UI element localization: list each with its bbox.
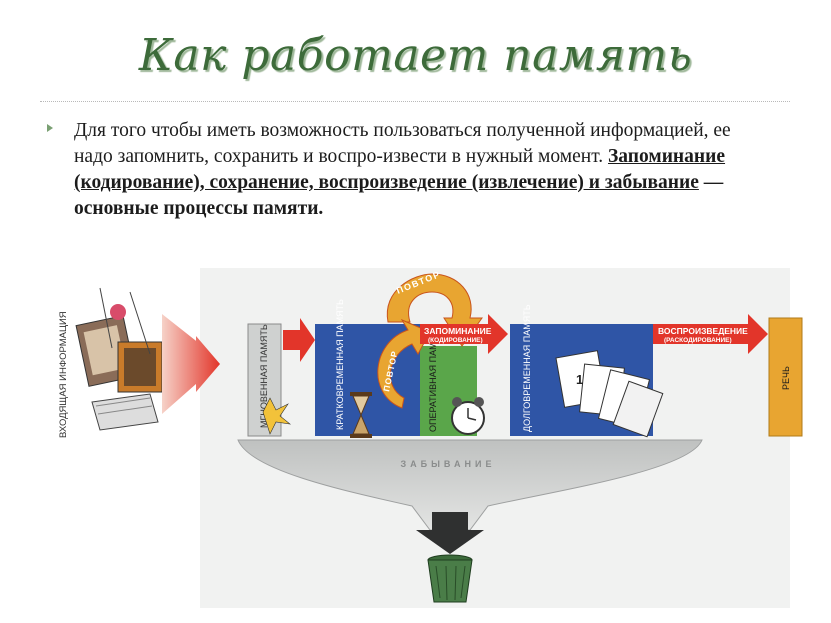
bullet-emphasis: Запоминание (кодирование), сохранение, в… xyxy=(74,146,725,219)
spark-icon xyxy=(262,397,292,435)
reproduce-label: ВОСПРОИЗВЕДЕНИЕ xyxy=(658,326,748,336)
calendar-stack-icon: 1 xyxy=(555,350,664,438)
memorize-label: ЗАПОМИНАНИЕ xyxy=(424,326,492,336)
instant-to-short-arrow-icon xyxy=(283,318,315,362)
memorize-arrow-icon xyxy=(420,314,508,354)
instant-memory-label: МГНОВЕННАЯ ПАМЯТЬ xyxy=(259,324,269,428)
bullet-marker-icon xyxy=(47,124,53,132)
alarm-clock-icon xyxy=(451,397,485,435)
input-arrow-icon xyxy=(162,314,220,414)
bullet-text: Для того чтобы иметь возможность пользов… xyxy=(74,118,774,222)
trash-bin-icon xyxy=(427,554,473,603)
bullet-underlined-text: Запоминание (кодирование), сохранение, в… xyxy=(74,146,726,193)
input-collage-illustration xyxy=(75,287,163,431)
hourglass-icon xyxy=(350,392,372,438)
reproduce-arrow-icon xyxy=(653,314,768,354)
speech-label: РЕЧЬ xyxy=(781,366,791,390)
bullet-rest-text: — основные процессы памяти. xyxy=(74,172,724,219)
forgetting-down-arrow-icon xyxy=(416,512,484,554)
slide-title: Как работает память xyxy=(138,30,693,81)
operative-memory-label: ОПЕРАТИВНАЯ ПАМЯТЬ xyxy=(428,324,438,432)
repeat-side-arrow-icon xyxy=(377,318,431,409)
speech-box xyxy=(768,317,803,437)
memorize-sub-label: (КОДИРОВАНИЕ) xyxy=(428,337,483,344)
forgetting-label: ЗАБЫВАНИЕ xyxy=(401,459,496,469)
memory-process-diagram: ВХОДЯЩАЯ ИНФОРМАЦИЯ МГНОВЕННАЯ ПАМЯТЬ КР… xyxy=(58,268,803,608)
svg-text:1: 1 xyxy=(576,372,583,387)
title-divider xyxy=(40,101,790,102)
reproduce-sub-label: (РАСКОДИРОВАНИЕ) xyxy=(664,337,732,344)
long-term-memory-label: ДОЛГОВРЕМЕННАЯ ПАМЯТЬ xyxy=(522,304,532,432)
diagram-background xyxy=(200,268,790,608)
input-info-label: ВХОДЯЩАЯ ИНФОРМАЦИЯ xyxy=(58,311,69,438)
short-term-memory-label: КРАТКОВРЕМЕННАЯ ПАМЯТЬ xyxy=(335,299,345,430)
bullet-plain-text: Для того чтобы иметь возможность пользов… xyxy=(74,120,731,167)
forgetting-funnel xyxy=(237,439,703,531)
